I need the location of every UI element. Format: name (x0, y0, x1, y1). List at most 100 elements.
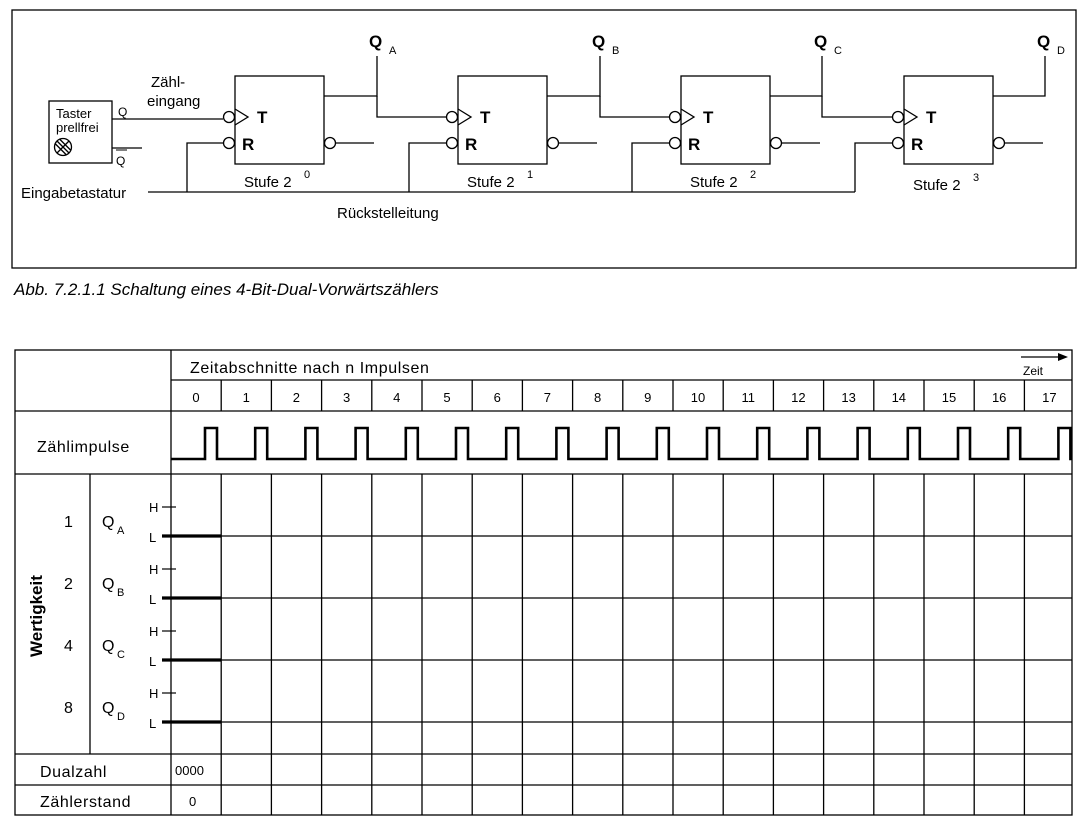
inverter-bubble-icon (222, 110, 236, 124)
stage-label: Stufe 2 (244, 174, 292, 191)
column-number: 16 (992, 390, 1006, 405)
column-number: 9 (644, 390, 651, 405)
stage-output-sub: B (612, 45, 619, 57)
impulse-waveform (171, 426, 1072, 461)
column-number: 7 (544, 390, 551, 405)
q-label: Q (102, 638, 114, 655)
q-label: Q (102, 514, 114, 531)
inverter-bubble-icon (891, 110, 905, 124)
circuit-diagram (11, 9, 1077, 269)
stage-r-label: R (688, 135, 700, 154)
inverter-bubble-icon (323, 136, 337, 150)
inverter-bubble-icon (891, 136, 905, 150)
zaehleingang-label-line2: eingang (147, 93, 200, 110)
zaehlerstand-label: Zählerstand (40, 794, 131, 811)
stage-exponent: 1 (527, 169, 533, 181)
weight-label: 2 (64, 576, 73, 593)
column-number: 17 (1042, 390, 1056, 405)
high-label: H (149, 562, 158, 577)
wertigkeit-label: Wertigkeit (27, 575, 46, 657)
column-number: 4 (393, 390, 400, 405)
column-number: 11 (741, 390, 755, 405)
column-number: 10 (691, 390, 705, 405)
column-number: 3 (343, 390, 350, 405)
stage-output-label: Q (592, 32, 605, 51)
taster-button-icon (53, 137, 73, 157)
zeit-label: Zeit (1023, 364, 1044, 378)
stage-1 (408, 56, 670, 192)
column-number: 8 (594, 390, 601, 405)
low-label: L (149, 654, 156, 669)
high-label: H (149, 686, 158, 701)
stage-output-label: Q (1037, 32, 1050, 51)
stage-2 (631, 56, 893, 192)
weight-label: 4 (64, 638, 73, 655)
table-grid (14, 349, 1073, 816)
zeit-arrow-icon (1058, 353, 1068, 361)
stage-output-label: Q (369, 32, 382, 51)
timing-header: Zeitabschnitte nach n Impulsen (190, 360, 429, 377)
flipflop-box (680, 75, 771, 165)
stage-output-sub: C (834, 45, 842, 57)
flipflop-box (234, 75, 325, 165)
circuit-frame (11, 9, 1077, 269)
column-number: 14 (892, 390, 906, 405)
column-number: 0 (192, 390, 199, 405)
stage-exponent: 2 (750, 169, 756, 181)
taster-q-label: Q (118, 105, 127, 119)
stage-label: Stufe 2 (467, 174, 515, 191)
stage-exponent: 3 (973, 172, 979, 184)
inverter-bubble-icon (546, 136, 560, 150)
stage-r-label: R (242, 135, 254, 154)
stage-t-label: T (480, 108, 491, 127)
column-number: 1 (243, 390, 250, 405)
zaehleingang-label-line1: Zähl- (151, 74, 185, 91)
dualzahl-label: Dualzahl (40, 764, 107, 781)
stage-r-label: R (465, 135, 477, 154)
figure-caption: Abb. 7.2.1.1 Schaltung eines 4-Bit-Dual-… (13, 280, 439, 299)
inverter-bubble-icon (445, 136, 459, 150)
stage-t-label: T (926, 108, 937, 127)
column-number: 12 (791, 390, 805, 405)
high-label: H (149, 500, 158, 515)
taster-box (48, 100, 113, 164)
zaehlerstand-value: 0 (189, 794, 196, 809)
q-label: Q (102, 576, 114, 593)
q-sub-label: A (117, 525, 125, 537)
stage-0 (186, 56, 447, 192)
zaehlimpulse-label: Zählimpulse (37, 439, 130, 456)
taster-label-line1: Taster (56, 106, 92, 121)
q-label: Q (102, 700, 114, 717)
weight-label: 1 (64, 514, 73, 531)
clock-triangle-icon (457, 108, 473, 126)
flipflop-box (903, 75, 994, 165)
q-sub-label: C (117, 649, 125, 661)
high-label: H (149, 624, 158, 639)
low-label: L (149, 716, 156, 731)
stage-output-sub: D (1057, 45, 1065, 57)
column-number: 15 (942, 390, 956, 405)
eingabetastatur-label: Eingabetastatur (21, 185, 126, 202)
low-label: L (149, 530, 156, 545)
inverter-bubble-icon (445, 110, 459, 124)
clock-triangle-icon (234, 108, 250, 126)
clock-triangle-icon (680, 108, 696, 126)
column-number: 13 (841, 390, 855, 405)
inverter-bubble-icon (769, 136, 783, 150)
stage-3 (854, 56, 1046, 192)
stage-r-label: R (911, 135, 923, 154)
inverter-bubble-icon (992, 136, 1006, 150)
column-number: 5 (443, 390, 450, 405)
flipflop-box (457, 75, 548, 165)
dualzahl-value: 0000 (175, 763, 204, 778)
stage-exponent: 0 (304, 169, 310, 181)
clock-triangle-icon (903, 108, 919, 126)
inverter-bubble-icon (668, 136, 682, 150)
q-sub-label: D (117, 711, 125, 723)
column-number: 2 (293, 390, 300, 405)
stage-t-label: T (703, 108, 714, 127)
inverter-bubble-icon (222, 136, 236, 150)
stage-t-label: T (257, 108, 268, 127)
